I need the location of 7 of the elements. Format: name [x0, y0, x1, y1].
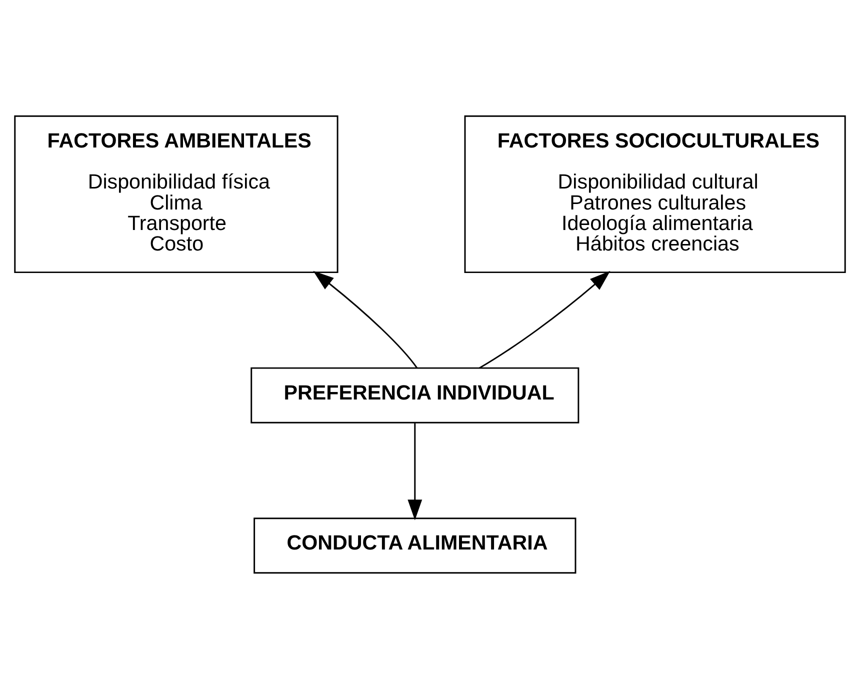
node-box: CONDUCTA ALIMENTARIA [253, 518, 576, 574]
node-box: PREFERENCIA INDIVIDUAL [250, 367, 579, 424]
node-box: FACTORES AMBIENTALES Disponibilidad física Clima Transporte Costo [14, 115, 338, 274]
arrow [312, 270, 417, 368]
node-box: FACTORES SOCIOCULTURALES Disponibilidad cultural Patrones culturales Ideología alimentaria Hábitos creencias [464, 115, 846, 274]
arrow [407, 423, 422, 520]
arrow [478, 270, 610, 369]
